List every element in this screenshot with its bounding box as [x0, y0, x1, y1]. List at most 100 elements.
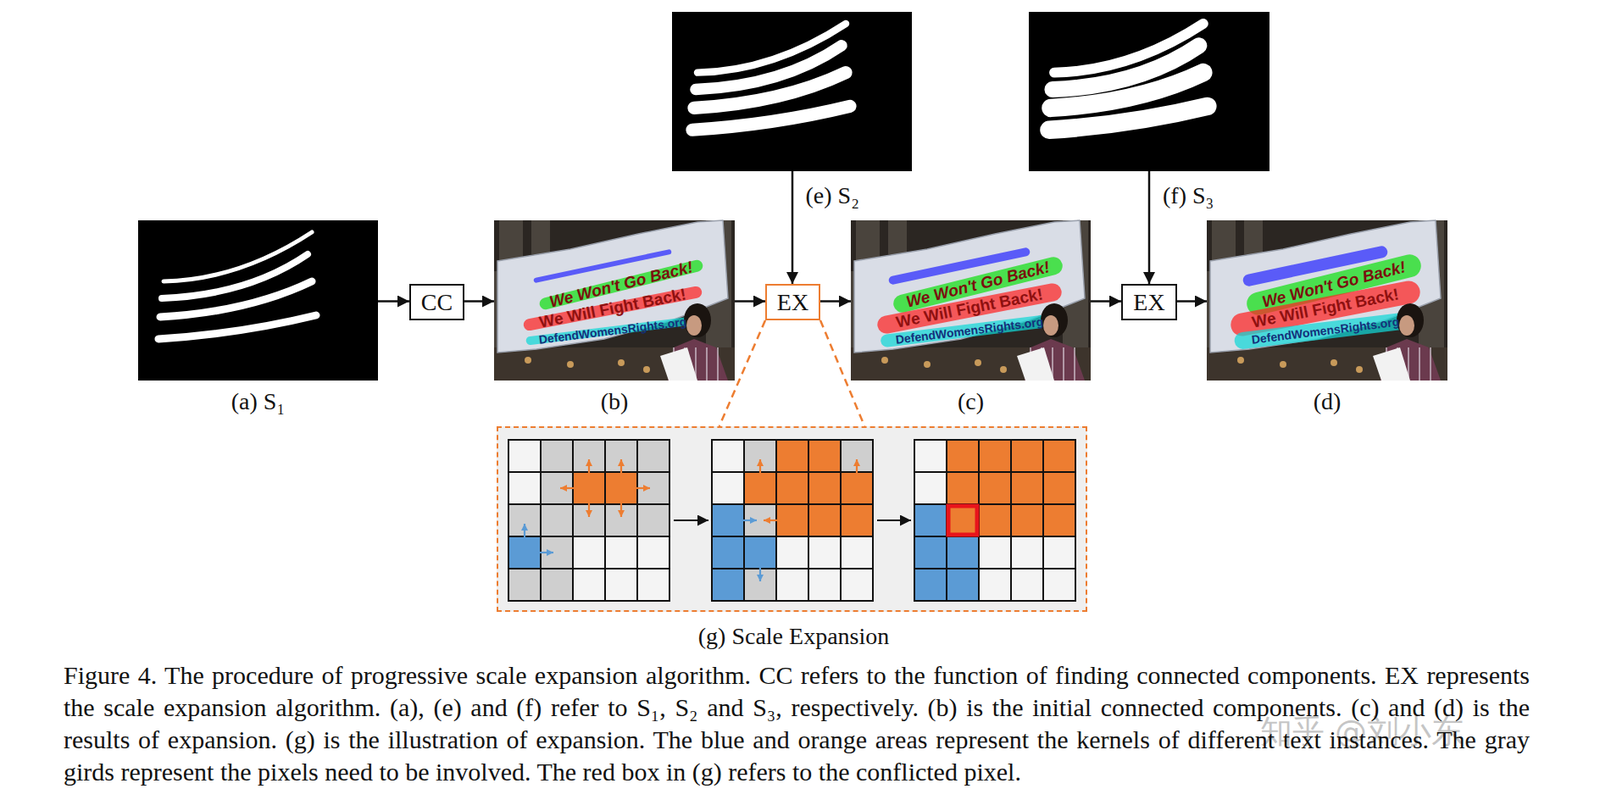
- pixel-cell: [776, 568, 809, 601]
- pixel-cell: [946, 536, 979, 569]
- flow-arrow: [1177, 300, 1207, 303]
- expansion-arrow: [759, 459, 762, 477]
- pixel-cell: [914, 504, 947, 537]
- photo-background: [850, 220, 1091, 381]
- expansion-illustration: [498, 427, 1086, 611]
- pixel-cell: [572, 568, 606, 601]
- pixel-cell: [637, 439, 670, 473]
- pixel-cell: [572, 536, 606, 569]
- flow-arrow: [377, 300, 410, 303]
- flow-arrow: [1090, 300, 1122, 303]
- panel-caption: (e) S₂: [805, 183, 860, 209]
- pixel-cell: [711, 536, 745, 569]
- pixel-cell: [776, 504, 809, 537]
- pixel-cell: [914, 568, 947, 601]
- pixel-cell: [637, 536, 670, 569]
- operation-box: EX: [765, 283, 821, 321]
- street-light: [524, 356, 532, 364]
- operation-name: EX: [1133, 289, 1165, 316]
- pixel-grid: [914, 439, 1076, 601]
- kernel-strip: [694, 72, 846, 109]
- kernel-map: (a) S₁: [138, 220, 378, 381]
- pixel-cell: [605, 536, 638, 569]
- pixel-cell: [1011, 439, 1044, 473]
- shirt-check: [1062, 347, 1065, 381]
- pixel-cell: [1011, 568, 1044, 601]
- expansion-arrow: [739, 519, 757, 522]
- pixel-cell: [946, 439, 979, 473]
- kernel-map-image: [672, 11, 912, 172]
- pixel-cell: [808, 536, 841, 569]
- pixel-cell: [711, 472, 745, 505]
- panel-caption: (a) S₁: [138, 388, 378, 415]
- pixel-cell: [978, 504, 1012, 537]
- street-light: [1000, 366, 1007, 373]
- person-hair: [1396, 303, 1424, 338]
- pixel-cell: [914, 536, 947, 569]
- street-light: [1237, 356, 1245, 364]
- banner: [854, 220, 1085, 353]
- pixel-cell: [508, 536, 541, 569]
- pixel-cell: [711, 504, 745, 537]
- expansion-arrow: [763, 519, 781, 522]
- pixel-cell: [1043, 568, 1076, 601]
- pixel-cell: [840, 536, 873, 569]
- street-light: [617, 359, 625, 367]
- pixel-cell: [1043, 504, 1076, 537]
- expansion-arrow: [560, 487, 578, 489]
- pixel-cell: [540, 504, 573, 537]
- pixel-cell: [840, 568, 873, 601]
- street-light: [1355, 366, 1363, 373]
- pixel-cell: [572, 472, 606, 505]
- expansion-arrow: [633, 487, 650, 489]
- mask-background: [1028, 11, 1270, 172]
- building-wall: [1244, 220, 1263, 255]
- pixel-grid: [508, 439, 670, 601]
- flow-arrow: [1148, 171, 1151, 284]
- mask-background: [672, 11, 912, 172]
- person-face: [1043, 315, 1059, 336]
- pixel-cell: [1011, 536, 1044, 569]
- flow-arrow: [464, 300, 495, 303]
- paper-sheet: [1372, 347, 1411, 381]
- pixel-grid: [711, 439, 873, 601]
- pixel-cell: [978, 439, 1012, 473]
- pixel-cell: [1043, 536, 1076, 569]
- flow-arrow: [791, 171, 795, 284]
- pixel-cell: [776, 472, 809, 505]
- expansion-arrow: [620, 500, 623, 517]
- kernel-map-image: [1028, 11, 1270, 172]
- result-image: (b)We Won't Go Back!We Will Fight Back!D…: [494, 220, 735, 381]
- pixel-cell: [1011, 504, 1044, 537]
- pixel-cell: [1011, 472, 1044, 505]
- pixel-cell: [540, 568, 573, 601]
- pixel-cell: [914, 439, 947, 473]
- street-light: [566, 361, 574, 368]
- building-wall: [531, 220, 550, 255]
- expansion-arrow: [523, 523, 526, 541]
- expansion-arrow: [536, 551, 554, 554]
- result-image: (c)We Won't Go Back!We Will Fight Back!D…: [850, 220, 1091, 381]
- pixel-cell: [776, 536, 809, 569]
- shirt-check: [1073, 347, 1076, 381]
- person-hair: [683, 303, 712, 338]
- kernel-strip: [1050, 72, 1204, 109]
- kernel-map-image: [138, 220, 378, 381]
- step-arrow: [877, 519, 912, 522]
- pixel-cell: [978, 472, 1012, 505]
- pixel-cell: [605, 568, 638, 601]
- step-arrow: [673, 519, 709, 522]
- shirt-check: [1418, 347, 1421, 381]
- panel-caption: (g) Scale Expansion: [498, 623, 1089, 650]
- pixel-cell: [914, 472, 947, 505]
- shirt-check: [705, 347, 708, 381]
- pixel-cell: [508, 439, 541, 473]
- pixel-cell: [840, 504, 873, 537]
- banner: [1210, 220, 1441, 353]
- person-face: [1399, 315, 1415, 336]
- pixel-cell: [1043, 439, 1076, 473]
- figure-caption: Figure 4. The procedure of progressive s…: [63, 659, 1530, 789]
- pixel-cell: [508, 568, 541, 601]
